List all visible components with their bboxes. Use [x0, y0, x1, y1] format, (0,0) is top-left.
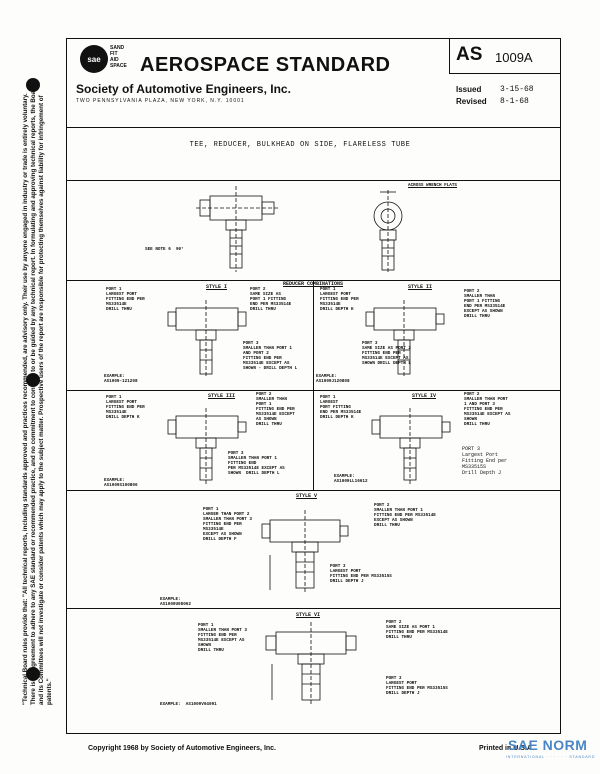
- style-2-example: EXAMPLE: AS1009J120808: [316, 374, 350, 384]
- across-wrench-flats-label: ACROSS WRENCH FLATS: [408, 183, 457, 188]
- style-1-label: STYLE I: [206, 284, 228, 290]
- style-2-label: STYLE II: [408, 284, 433, 290]
- style-3-drawing: [167, 408, 247, 484]
- style-5-port-3: PORT 3 LARGEST PORT FITTING END PER MS33…: [330, 564, 392, 584]
- style-1-port-3: PORT 3 SMALLER THAN PORT 1 AND PORT 2 FI…: [243, 341, 298, 371]
- style-6-drawing: [265, 622, 357, 704]
- revised-date: 8-1-68: [500, 97, 529, 106]
- style-4-port-2: PORT 2 SMALLER THAN PORT 1 AND PORT 3 FI…: [464, 392, 511, 427]
- style-3-example: EXAMPLE: AS1009S100806: [104, 478, 138, 488]
- style-2-drawing: [365, 300, 445, 378]
- issued-date: 3-15-68: [500, 85, 534, 94]
- style-1-drawing: [167, 300, 247, 378]
- style-5-label: STYLE V: [296, 493, 318, 499]
- revised-label: Revised: [456, 97, 487, 106]
- header-block: [66, 38, 561, 128]
- see-note-label: SEE NOTE 6 90°: [145, 247, 184, 252]
- style-1-example: EXAMPLE: AS1009-121208: [104, 374, 138, 384]
- society-name: Society of Automotive Engineers, Inc.: [76, 82, 291, 96]
- as-number-box: [449, 38, 561, 74]
- style-4-drawing: [371, 408, 451, 484]
- main-tee-drawing: [196, 186, 280, 272]
- vertical-divider: [313, 280, 314, 490]
- society-address: TWO PENNSYLVANIA PLAZA, NEW YORK, N.Y. 1…: [76, 98, 245, 104]
- copyright-notice: Copyright 1968 by Society of Automotive …: [88, 745, 277, 752]
- page-title: AEROSPACE STANDARD: [140, 54, 391, 76]
- issued-label: Issued: [456, 85, 482, 94]
- style-3-label: STYLE III: [208, 393, 236, 399]
- divider-main-view: [66, 180, 561, 181]
- divider-style6: [66, 608, 561, 609]
- watermark-logo: SAE NORM: [508, 737, 588, 753]
- style-1-port-2: PORT 2 SAME SIZE AS PORT 1 FITTING END P…: [250, 287, 292, 312]
- watermark-subtitle: INTERNATIONAL · · · · · · STANDARD: [506, 755, 596, 759]
- drawing-frame: [66, 38, 561, 734]
- style-6-port-1: PORT 1 SMALLER THAN PORT 3 FITTING END P…: [198, 623, 247, 653]
- style-5-port-1: PORT 1 LARGER THAN PORT 2 SMALLER THAN P…: [203, 507, 252, 542]
- style-4-port-1: PORT 1 LARGEST PORT FITTING END PER MS33…: [320, 395, 362, 420]
- style-4-port-3: PORT 3 Largest Port Fitting End per MS33…: [462, 446, 508, 476]
- divider-style5: [66, 490, 561, 491]
- main-side-view-drawing: [373, 190, 403, 274]
- logo-words: SAND FIT AID SPACE: [110, 45, 127, 69]
- document-title: TEE, REDUCER, BULKHEAD ON SIDE, FLARELES…: [189, 141, 411, 149]
- binder-hole-icon: [26, 373, 40, 387]
- style-3-port-3: PORT 3 SMALLER THAN PORT 1 FITTING END P…: [228, 451, 285, 476]
- binder-hole-icon: [26, 667, 40, 681]
- style-5-drawing: [261, 510, 349, 592]
- style-5-example: EXAMPLE: AS1009U08062: [160, 597, 191, 607]
- as-number: 1009A: [495, 50, 533, 65]
- style-4-example: EXAMPLE: AS1009LL16612: [334, 474, 368, 484]
- technical-board-disclaimer: "Technical Board rules provide that: "Al…: [22, 84, 53, 705]
- style-6-port-2: PORT 2 SAME SIZE AS PORT 1 FITTING END P…: [386, 620, 448, 640]
- binder-hole-icon: [26, 78, 40, 92]
- style-2-port-1: PORT 1 LARGEST PORT FITTING END PER MS33…: [320, 287, 359, 312]
- style-2-port-2: PORT 2 SMALLER THAN PORT 1 FITTING END P…: [464, 289, 506, 319]
- style-4-label: STYLE IV: [412, 393, 437, 399]
- style-3-port-2: PORT 2 SMALLER THAN PORT 1 FITTING END P…: [256, 392, 295, 427]
- style-3-port-1: PORT 1 LARGEST PORT FITTING END PER MS33…: [106, 395, 145, 420]
- style-1-port-1: PORT 1 LARGEST PORT FITTING END PER MS33…: [106, 287, 145, 312]
- style-6-label: STYLE VI: [296, 612, 321, 618]
- as-code: AS: [456, 44, 483, 65]
- style-5-port-2: PORT 2 SMALLER THAN PORT 1 FITTING END P…: [374, 503, 436, 528]
- style-6-example: EXAMPLE: AS1009V04091: [160, 702, 217, 707]
- printed-in-usa: Printed in U.S.A.: [479, 745, 534, 752]
- reducer-combinations-heading: REDUCER COMBINATIONS: [283, 281, 344, 287]
- style-6-port-3: PORT 3 LARGEST PORT FITTING END PER MS33…: [386, 676, 448, 696]
- sae-logo-icon: sae: [80, 45, 108, 73]
